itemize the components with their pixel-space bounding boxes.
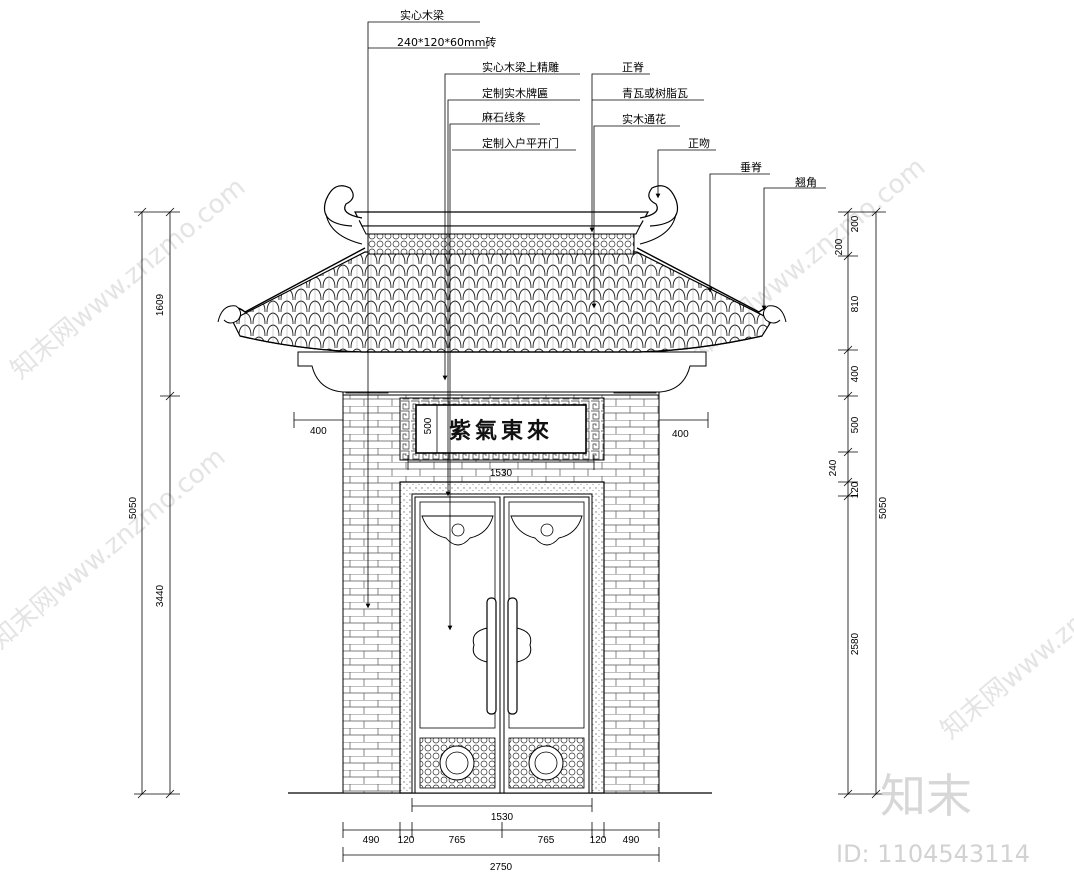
eave-beam bbox=[297, 351, 707, 393]
label-custom-plaque: 定制实木牌匾 bbox=[482, 86, 548, 100]
label-corner: 翘角 bbox=[795, 176, 817, 189]
leader-beam-carving bbox=[442, 73, 580, 381]
dim-right-2580: 2580 bbox=[850, 632, 861, 655]
dim-right-120: 120 bbox=[850, 481, 861, 498]
leader-lines bbox=[365, 21, 826, 631]
label-custom-door: 定制入户平开门 bbox=[482, 136, 559, 150]
door-width-dimension bbox=[411, 798, 593, 812]
leader-main-ridge bbox=[589, 73, 650, 233]
shou-medallion-left bbox=[439, 745, 475, 781]
dim-right-total: 5050 bbox=[878, 496, 889, 519]
label-stone-trim: 麻石线条 bbox=[482, 110, 526, 124]
dim-right-400: 400 bbox=[850, 365, 861, 382]
leader-corner bbox=[761, 187, 826, 311]
watermark-text-1: 知末网www.znzmo.com bbox=[5, 172, 251, 385]
bottom-dimensions bbox=[342, 822, 660, 862]
left-dimensions bbox=[134, 207, 180, 799]
dim-bottom-490-right: 490 bbox=[623, 835, 640, 846]
plaque-text: 紫氣東來 bbox=[449, 418, 553, 444]
overhang-dimensions bbox=[293, 412, 709, 428]
corner-right bbox=[762, 305, 787, 324]
shou-medallion-right bbox=[528, 745, 564, 781]
wooden-plaque: 紫氣東來 bbox=[399, 397, 605, 461]
watermark-text-3: 知末网www.znzmo.com bbox=[0, 442, 231, 655]
leader-hip-ridge bbox=[707, 173, 770, 293]
label-ridge-ornament: 正吻 bbox=[688, 137, 710, 150]
carving-top-right bbox=[510, 515, 583, 546]
watermark-id: ID: 1104543114 bbox=[836, 840, 1030, 868]
dim-left-total: 5050 bbox=[128, 496, 139, 519]
roof bbox=[217, 247, 787, 353]
label-solid-beam: 实心木梁 bbox=[400, 8, 444, 22]
right-dimensions bbox=[838, 207, 886, 799]
dim-left-body: 3440 bbox=[155, 584, 166, 607]
dim-door-width: 1530 bbox=[491, 812, 514, 823]
entry-door bbox=[414, 496, 590, 794]
dim-plaque-height: 500 bbox=[423, 417, 434, 434]
leader-ridge-ornament bbox=[655, 149, 716, 199]
door-handle-right bbox=[507, 597, 518, 715]
tile-roof bbox=[231, 251, 773, 353]
plaque-dimensions bbox=[407, 404, 595, 470]
ridge-ornament-left bbox=[324, 185, 363, 227]
leader-plaque bbox=[445, 99, 580, 497]
dim-plaque-width: 1530 bbox=[490, 468, 513, 479]
dim-overhang-right: 400 bbox=[672, 429, 689, 440]
door-handle-left bbox=[486, 597, 497, 715]
watermark-brand: 知末 bbox=[880, 769, 972, 823]
dim-right-200-alt: 200 bbox=[834, 238, 845, 255]
dim-bottom-490-left: 490 bbox=[363, 835, 380, 846]
label-main-ridge: 正脊 bbox=[622, 60, 644, 74]
label-hip-ridge: 垂脊 bbox=[740, 160, 762, 174]
dim-bottom-120-left: 120 bbox=[398, 835, 415, 846]
carving-top-left bbox=[421, 515, 494, 546]
label-brick-spec: 240*120*60mm砖 bbox=[397, 35, 496, 49]
main-ridge bbox=[324, 185, 678, 255]
dim-bottom-120-right: 120 bbox=[590, 835, 607, 846]
label-wood-lattice: 实木通花 bbox=[622, 112, 666, 126]
leader-tile bbox=[591, 125, 680, 309]
dim-bottom-765-left: 765 bbox=[449, 835, 466, 846]
label-beam-carving: 实心木梁上精雕 bbox=[482, 60, 559, 74]
dim-bottom-total: 2750 bbox=[490, 862, 513, 873]
label-tile: 青瓦或树脂瓦 bbox=[622, 86, 688, 100]
dim-right-810: 810 bbox=[850, 295, 861, 312]
dim-left-roof: 1609 bbox=[155, 293, 166, 316]
dim-overhang-left: 400 bbox=[310, 426, 327, 437]
ridge-ornament-right bbox=[639, 185, 678, 227]
dim-bottom-765-right: 765 bbox=[538, 835, 555, 846]
watermark-text-5: 知末网www.znzmo.com bbox=[935, 532, 1074, 745]
leader-door bbox=[447, 123, 540, 631]
leader-solid-beam bbox=[365, 21, 480, 609]
dim-right-500: 500 bbox=[850, 416, 861, 433]
ridge-top bbox=[354, 211, 650, 227]
corner-left bbox=[217, 305, 242, 324]
dim-right-200: 200 bbox=[850, 215, 861, 232]
callout-labels: 实心木梁 240*120*60mm砖 实心木梁上精雕 定制实木牌匾 麻石线条 定… bbox=[397, 8, 817, 189]
dim-right-240: 240 bbox=[828, 459, 839, 476]
